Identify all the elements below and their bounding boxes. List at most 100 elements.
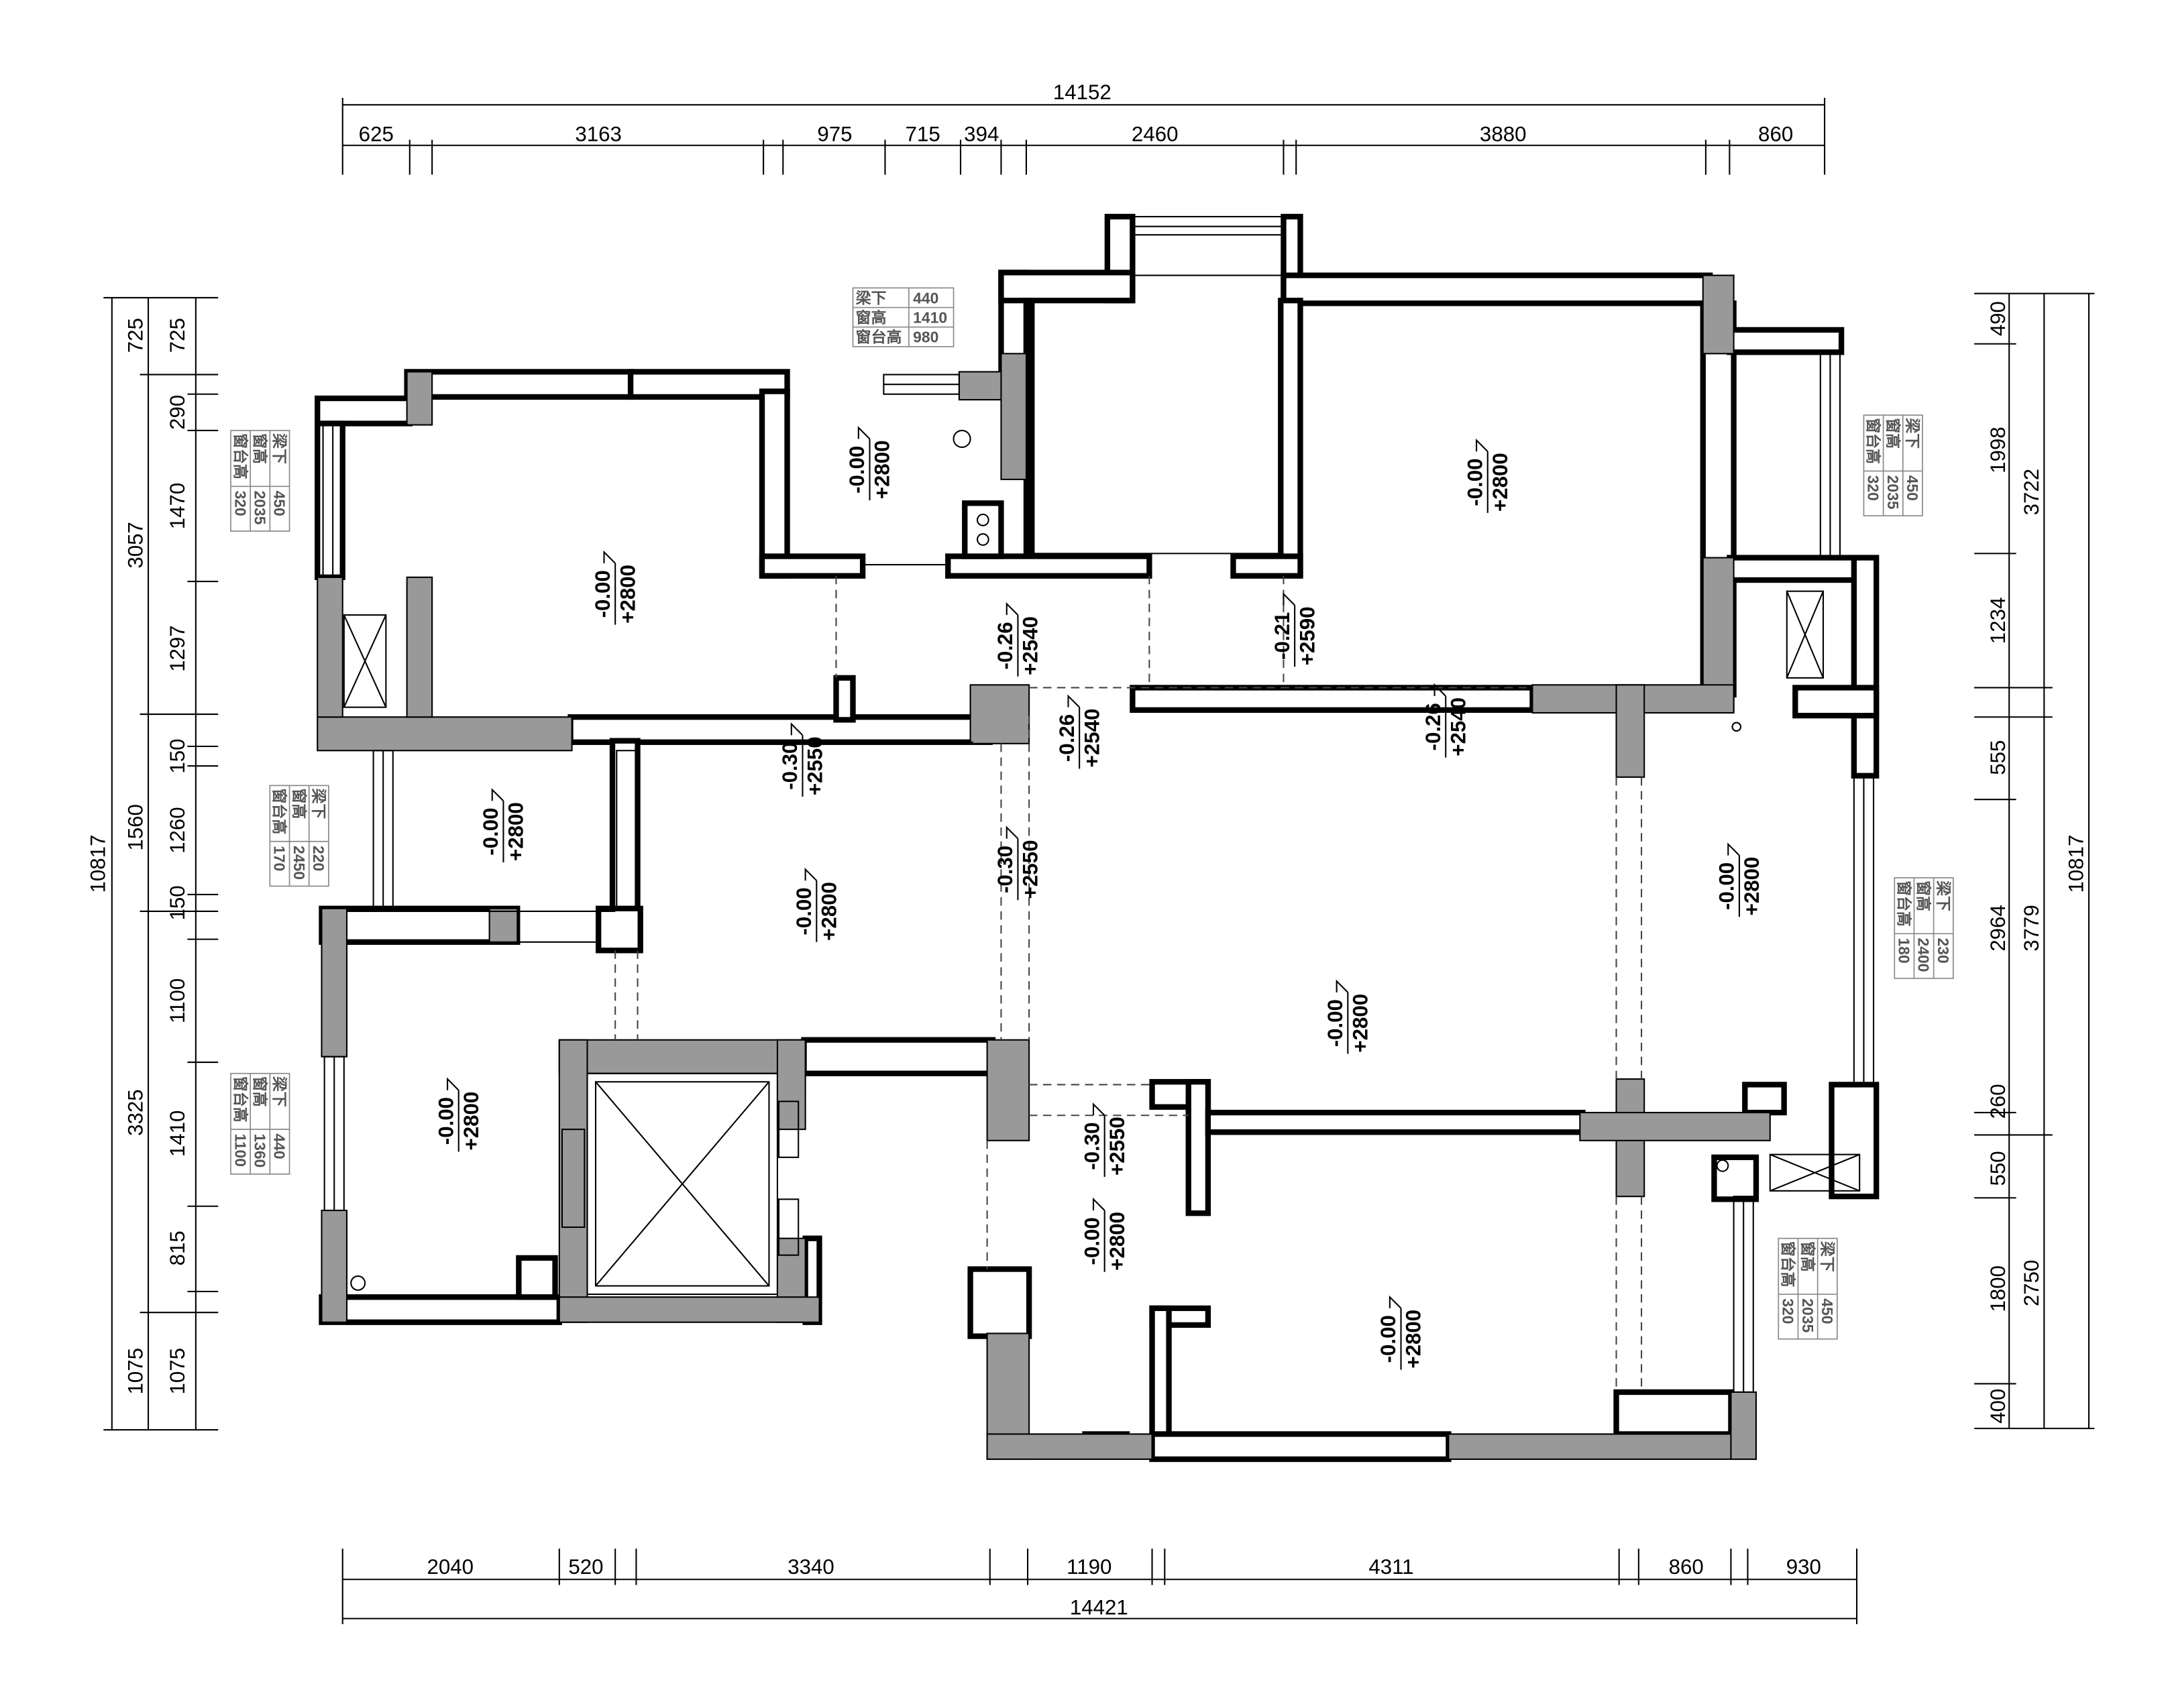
right-outer-0: 3722 [2020,469,2043,516]
level-mark-dining: -0.00+2800 [792,867,840,942]
level-mark-bedroom-ne: -0.00+2800 [1463,439,1512,513]
wall-segment [1281,272,1713,306]
columns [317,274,1771,1461]
ceiling-height: +2550 [1105,1117,1129,1176]
level-annotations: -0.00+2800-0.00+2800-0.00+2800-0.26+2540… [434,426,1764,1370]
left-inner-7: 1100 [166,978,189,1023]
door-panel [777,1100,800,1158]
level-value: -0.00 [845,446,869,494]
table-value: 440 [913,289,938,306]
table-value: 980 [913,329,938,346]
utility-box [962,500,1004,559]
wall-segment [595,905,643,954]
walls [315,213,1880,1463]
top-dim-2: 975 [817,123,852,146]
table-value: 1410 [913,308,947,326]
ceiling-height: +2540 [1446,697,1470,756]
right-outer-1: 3779 [2020,905,2043,952]
ceiling-height: +2800 [1740,857,1764,916]
level-mark-beam-g: -0.30+2550 [1080,1102,1129,1177]
right-total-label: 10817 [2065,835,2088,893]
table-key: 梁下 [1904,417,1921,449]
right-inner-6: 550 [1986,1151,2010,1186]
right-inner-1: 1998 [1986,426,2010,473]
level-value: -0.00 [591,570,614,618]
table-value: 320 [1865,475,1882,501]
table-key: 梁下 [855,289,887,306]
table-value: 2400 [1915,938,1933,972]
bottom-dim-1: 520 [568,1555,603,1579]
right-inner-8: 400 [1986,1389,2010,1424]
ceiling-height: +2800 [871,440,894,499]
level-value: -0.00 [792,887,816,935]
left-inner-3: 1297 [166,625,189,672]
left-inner-1: 290 [166,395,189,430]
elevator-car [594,1081,770,1287]
right-inner-4: 2964 [1986,905,2010,952]
column [558,1039,588,1323]
drain-circle [1731,722,1742,732]
window [1132,216,1285,276]
level-mark-bedroom-se: -0.00+2800 [1376,1295,1425,1370]
level-mark-living: -0.00+2800 [1323,979,1372,1054]
wall-segment [315,420,345,580]
column [317,576,343,718]
level-value: -0.26 [993,622,1017,669]
table-key: 窗高 [856,308,887,326]
ceiling-height: +2800 [459,1092,483,1151]
column [1730,1391,1757,1461]
table-value: 440 [271,1133,288,1159]
wall-segment [1742,1082,1787,1116]
column [558,1296,820,1323]
drain-circle [1716,1159,1729,1172]
left-outer-4: 1075 [124,1348,148,1395]
top-dim-7: 860 [1758,123,1793,146]
ceiling-height: +2550 [1019,840,1042,899]
left-outer-3: 3325 [124,1089,148,1136]
wall-segment [759,388,790,579]
wall-segment [945,553,1152,579]
level-mark-beam-e: -0.30+2550 [778,722,827,797]
door-panel [561,1129,586,1229]
left-inner-9: 815 [166,1231,189,1265]
left-outer-2: 1560 [124,804,148,851]
level-mark-beam-f: -0.30+2550 [993,825,1042,901]
level-value: -0.26 [1421,703,1445,750]
column [1448,1433,1757,1461]
level-value: -0.00 [479,808,502,856]
wall-segment [833,675,856,723]
left-inner-6: 150 [166,885,189,920]
top-dimension-chain: 14152 625 3163 975 715 394 2460 3880 860 [341,80,1826,175]
table-value: 320 [231,491,249,516]
wall-segment [1829,1082,1880,1200]
level-mark-bath-w: -0.00+2800 [479,788,528,863]
table-value: 1360 [251,1133,268,1168]
level-value: -0.30 [993,846,1017,893]
bottom-dim-6: 930 [1786,1555,1821,1579]
table-key: 窗高 [251,1076,268,1107]
top-dim-3: 715 [906,123,940,146]
table-key: 窗台高 [1896,880,1913,927]
right-dimension-chain: 490 1998 1234 555 2964 260 550 1800 400 … [1974,292,2095,1430]
table-key: 窗高 [290,789,308,819]
wall-segment [1023,297,1035,555]
ceiling-height: +2800 [616,565,639,624]
left-inner-4: 150 [166,739,189,774]
right-inner-0: 490 [1986,301,2010,336]
table-key: 梁下 [310,788,327,819]
top-dim-1: 3163 [575,123,622,146]
level-value: -0.00 [434,1097,457,1145]
wall-segment [1230,553,1303,579]
table-value: 2035 [1799,1298,1816,1332]
left-dimension-chain: 10817 725 3057 1560 3325 1075 725 290 14… [86,296,219,1431]
table-value: 320 [1780,1298,1797,1324]
left-inner-0: 725 [166,318,189,353]
level-mark-bedroom-nw: -0.00+2800 [591,550,639,625]
ceiling-height: +2540 [1019,616,1042,675]
table-value: 450 [271,491,288,516]
